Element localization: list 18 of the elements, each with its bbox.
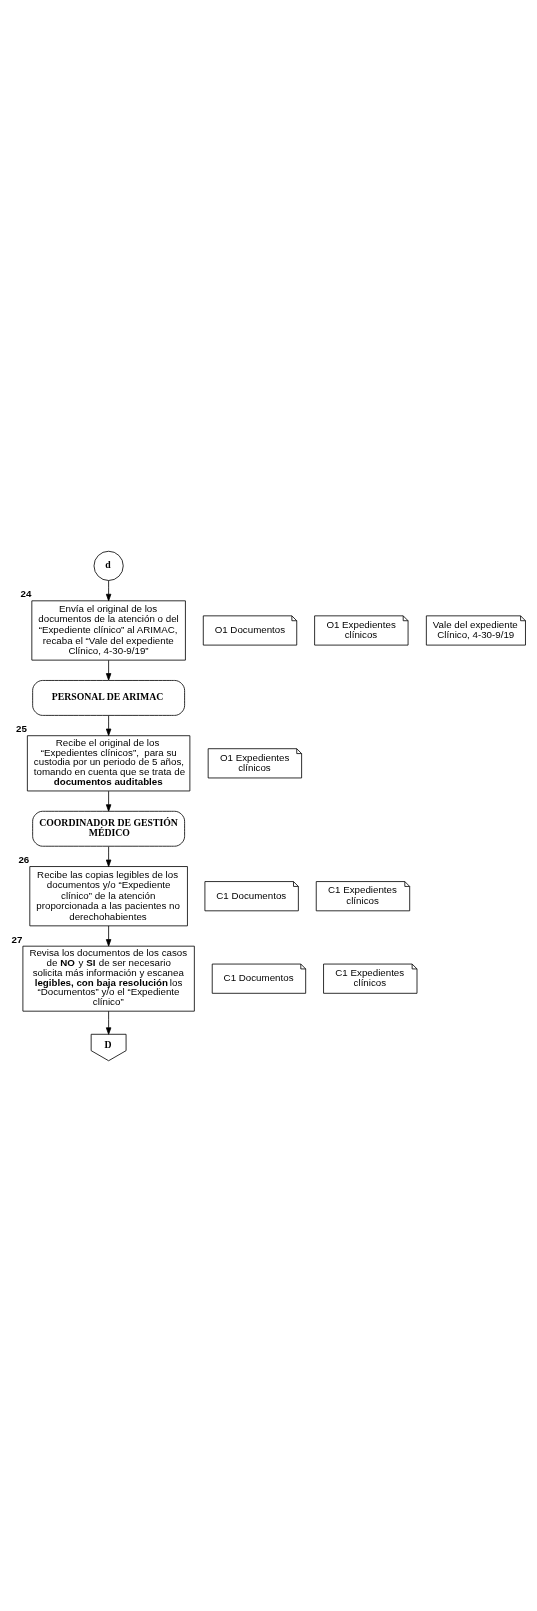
node-label: 26 — [18, 853, 30, 865]
node-box: Revisa los documentos de los casos de NO y SI de ser necesario solicita más información y escanea legibles, con baja resolución los “Documentos” y/o el “Expediente clínico” — [22, 945, 195, 1012]
node-box: Recibe las copias legibles de los documentos y/o “Expediente clínico” de la atención proporcionada a las pacientes no derechohabientes — [29, 865, 188, 926]
node-label: 27 — [11, 933, 23, 945]
node-circle: d — [93, 550, 124, 581]
node-box: COORDINADOR DE GESTIÓN MÉDICO — [32, 810, 185, 847]
arrow — [105, 1010, 112, 1035]
arrow — [105, 659, 112, 680]
node-box: PERSONAL DE ARIMAC — [32, 679, 185, 716]
arrow — [105, 579, 112, 601]
node-label: 25 — [15, 722, 27, 734]
arrow — [105, 925, 112, 946]
arrow — [105, 790, 112, 812]
arrow — [105, 845, 112, 867]
node-box: Envía el original de los documentos de la atención o del “Expediente clínico” al ARIMAC, recaba el “Vale del expediente Clínico, 4-30-9/19” — [31, 599, 186, 661]
node-box: Recibe el original de los “Expedientes clínicos”, para su custodia por un periodo de 5 años, tomando en cuenta que se trata de documentos auditables — [26, 734, 191, 791]
node-label: 24 — [20, 587, 32, 599]
arrow — [105, 714, 112, 736]
